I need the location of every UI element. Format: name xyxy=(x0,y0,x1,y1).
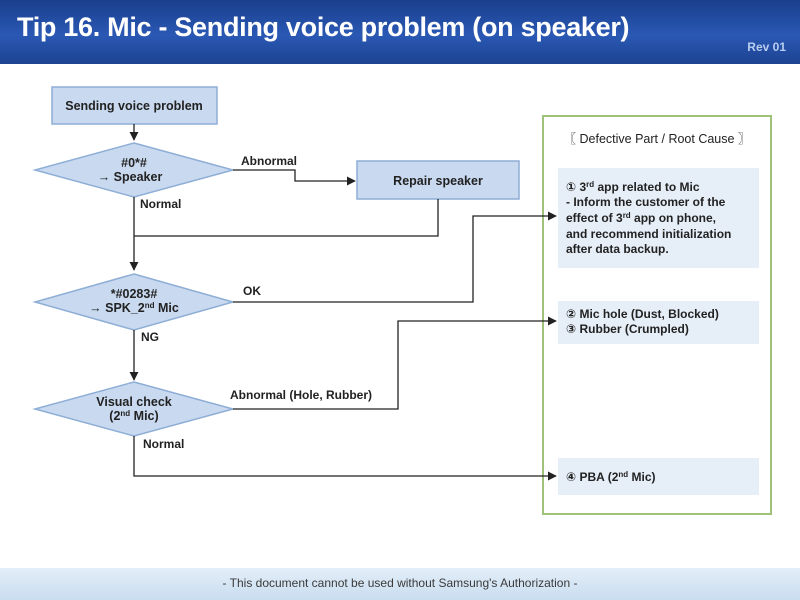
decision-visual-check-line-2: (2nd Mic) xyxy=(109,409,158,423)
cause-1-line-3: effect of 3rd app on phone, xyxy=(566,211,716,225)
d3-normal-label: Normal xyxy=(143,437,184,451)
d1-abnormal-label: Abnormal xyxy=(241,154,297,168)
cause-1-line-2: - Inform the customer of the xyxy=(566,195,726,209)
connector-d2-ok xyxy=(233,211,557,303)
cause-box-3 xyxy=(558,458,759,495)
repair-speaker-label: Repair speaker xyxy=(393,174,483,188)
revision-label: Rev 01 xyxy=(747,40,786,54)
root-cause-title: 〖 Defective Part / Root Cause 〗 xyxy=(564,132,751,146)
header-bar: Tip 16. Mic - Sending voice problem (on … xyxy=(0,0,800,64)
cause-3: ③ Rubber (Crumpled) xyxy=(566,322,689,336)
cause-4: ④ PBA (2nd Mic) xyxy=(566,470,656,484)
footer-bar: - This document cannot be used without S… xyxy=(0,568,800,600)
connector-repair-return xyxy=(134,199,439,237)
start-label: Sending voice problem xyxy=(65,99,203,113)
decision-speaker-line-1: #0*# xyxy=(121,156,147,170)
decision-speaker-line-2: → Speaker xyxy=(98,170,163,184)
page-title: Tip 16. Mic - Sending voice problem (on … xyxy=(17,12,630,42)
d1-normal-label: Normal xyxy=(140,197,181,211)
cause-2: ② Mic hole (Dust, Blocked) xyxy=(566,307,719,321)
cause-1-line-4: and recommend initialization xyxy=(566,227,731,241)
connector-d3-normal xyxy=(133,436,557,481)
decision-spk-mic-line-2: → SPK_2nd Mic xyxy=(89,301,179,315)
cause-1-line-5: after data backup. xyxy=(566,242,669,256)
connector-d3-abnormal xyxy=(233,316,557,410)
d2-ok-label: OK xyxy=(243,284,261,298)
decision-spk-mic-line-1: *#0283# xyxy=(111,287,158,301)
d3-abnormal-label: Abnormal (Hole, Rubber) xyxy=(230,388,372,402)
connector-d1-repair xyxy=(233,169,356,186)
repair-speaker-box xyxy=(356,160,520,200)
footer-notice: - This document cannot be used without S… xyxy=(222,576,578,590)
decision-visual-check-line-1: Visual check xyxy=(96,395,172,409)
cause-1-line-1: ① 3rd app related to Mic xyxy=(566,180,700,194)
start-box xyxy=(51,86,218,125)
cause-box-1 xyxy=(558,168,759,268)
cause-box-2 xyxy=(558,301,759,344)
d2-ng-label: NG xyxy=(141,330,159,344)
